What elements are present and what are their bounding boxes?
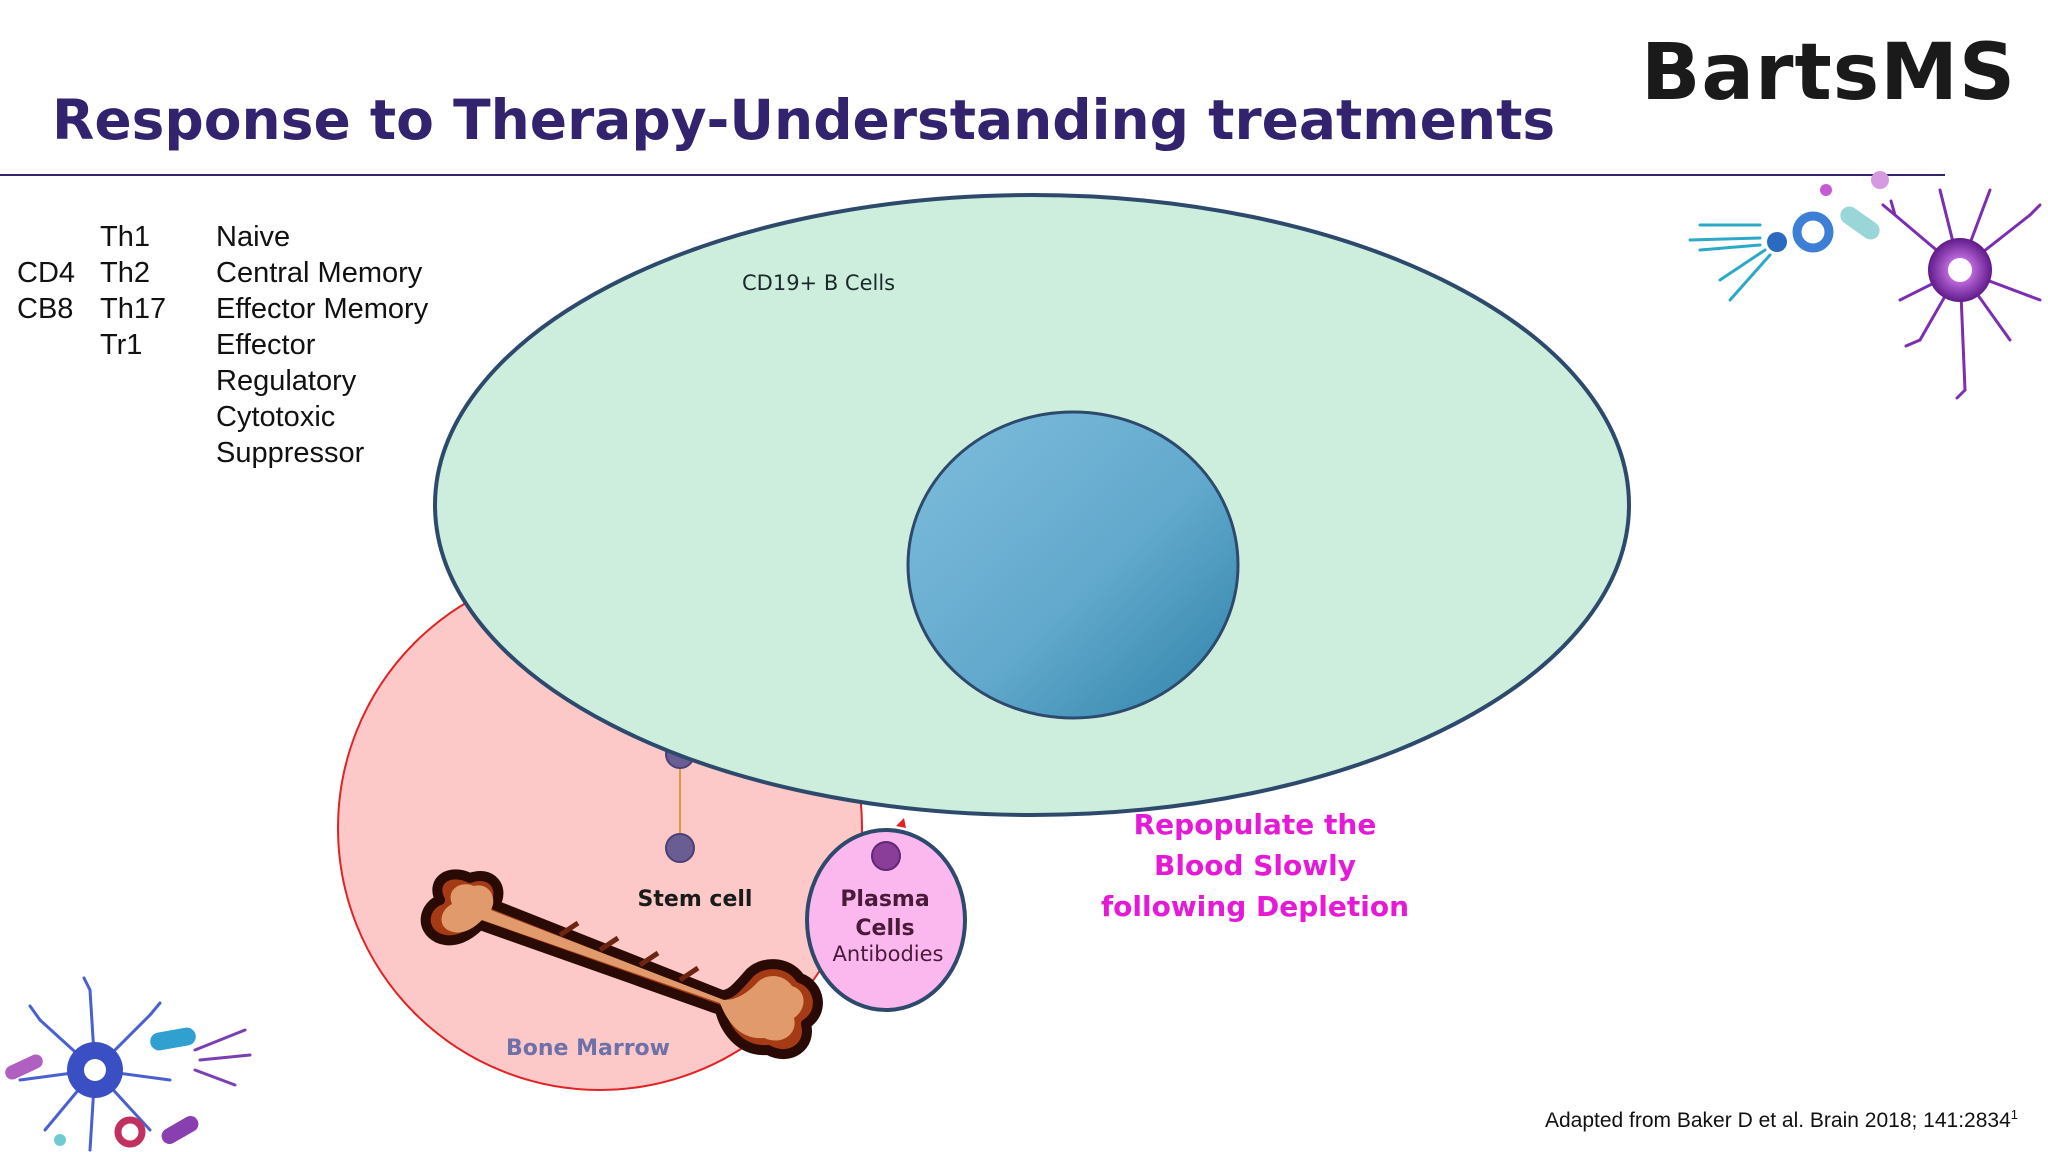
citation-superscript: 1: [2010, 1107, 2018, 1122]
cell-type-item: Tr1: [100, 329, 143, 361]
slide-title: Response to Therapy-Understanding treatm…: [52, 88, 1556, 152]
cell-type-item: Cytotoxic: [216, 401, 336, 433]
b-cells-label: CD19+ B Cells: [742, 271, 895, 295]
stem-cell-dot: [665, 833, 695, 863]
bartsms-logo: BartsMS: [1640, 28, 2016, 118]
cell-type-item: CD4: [17, 257, 76, 289]
repopulate-line-3: following Depletion: [1101, 890, 1409, 923]
repopulate-line-2: Blood Slowly: [1154, 849, 1356, 882]
plasma-arrow: [896, 818, 906, 828]
citation: Adapted from Baker D et al. Brain 2018; …: [1545, 1107, 2018, 1133]
cell-type-item: Effector Memory: [216, 293, 429, 325]
plasma-cells-label-1: Plasma: [840, 887, 929, 912]
plasma-cells-label-2: Cells: [855, 916, 914, 941]
stem-cell-label: Stem cell: [638, 887, 753, 912]
cell-type-item: Th2: [100, 257, 150, 289]
cell-type-column-3: Naive Central Memory Effector Memory Eff…: [216, 219, 428, 471]
cell-type-column-1: CD4 CB8: [17, 219, 75, 363]
cell-type-item: Th17: [100, 293, 167, 325]
title-divider: [0, 174, 1945, 176]
cell-type-item: Naive: [216, 221, 291, 253]
bone-marrow-label: Bone Marrow: [506, 1036, 670, 1061]
b-cell-nucleus: [906, 410, 1240, 720]
cell-type-item: Effector: [216, 329, 316, 361]
decorative-cell-art-top-right: [1688, 171, 2042, 400]
plasma-cell: [805, 828, 967, 1012]
plasma-cell-nucleus: [871, 841, 901, 871]
bone-illustration: [420, 869, 823, 1060]
cell-type-column-2: Th1 Th2 Th17 Tr1: [100, 219, 166, 363]
cell-type-item: CB8: [17, 293, 74, 325]
citation-text: Adapted from Baker D et al. Brain 2018; …: [1544, 1109, 2011, 1132]
repopulate-line-1: Repopulate the: [1134, 808, 1377, 841]
antibodies-label: Antibodies: [833, 942, 944, 966]
decorative-cell-art-bottom-left: [5, 976, 252, 1152]
cell-type-item: Central Memory: [216, 257, 423, 289]
cell-type-item: Th1: [100, 221, 150, 253]
cell-type-item: Suppressor: [216, 437, 365, 469]
cell-type-item: Regulatory: [216, 365, 357, 397]
